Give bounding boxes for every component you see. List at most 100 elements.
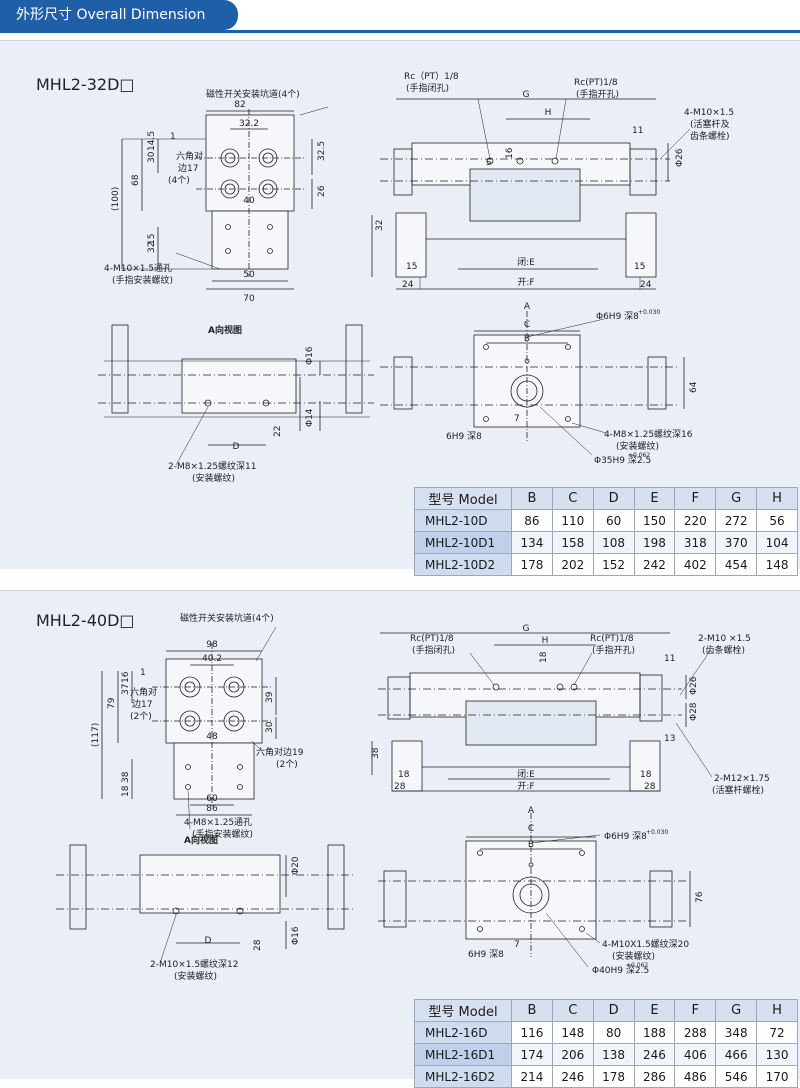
table-row: MHL2-16D1 174 206 138 246 406 466 130 <box>414 1043 798 1066</box>
hex-note-3: (4个) <box>168 175 190 186</box>
dim-g: G <box>523 624 530 634</box>
cell-b: 178 <box>511 553 553 576</box>
bore-label: Φ40H9 深2.5 <box>592 965 649 976</box>
dim-d: D <box>233 442 240 452</box>
pin-hole-2-label: 6H9 深8 <box>446 431 482 442</box>
side-screw-label: 4-M8×1.25螺纹深16 <box>604 428 693 440</box>
cell-c: 148 <box>551 1021 594 1044</box>
hex-note-3: (2个) <box>130 711 152 722</box>
cell-model: MHL2-10D2 <box>414 553 512 576</box>
dim-15: 15 <box>147 234 157 245</box>
cell-h: 72 <box>756 1021 798 1044</box>
dim-16-side: 16 <box>505 147 515 159</box>
cell-f: 220 <box>674 509 717 532</box>
view-a-title: A向视图 <box>208 324 242 336</box>
spec-table-header: 型号 Model B C D E F G H <box>414 487 798 510</box>
cell-c: 110 <box>551 509 594 532</box>
view-a-title: A向视图 <box>184 834 218 846</box>
cell-f: 486 <box>674 1065 717 1088</box>
dim-26: 26 <box>317 185 327 197</box>
dim-32-2: 32.2 <box>239 119 259 129</box>
port-open-note: (手指开孔) <box>592 644 635 656</box>
table-row: MHL2-16D 116 148 80 188 288 348 72 <box>414 1021 798 1044</box>
side-screw-label: 4-M10X1.5螺纹深20 <box>602 938 689 950</box>
bottom-screw-label: 2-M8×1.25螺纹深11 <box>168 460 257 472</box>
hex-note-1: 六角对 <box>176 150 203 162</box>
dim-c: C <box>524 320 530 330</box>
rod-thread-note-1: (活塞杆及 <box>690 118 730 130</box>
cell-b: 86 <box>511 509 553 532</box>
cell-e: 246 <box>633 1043 676 1066</box>
cell-g: 272 <box>715 509 758 532</box>
rod-thread-label: 2-M10 ×1.5 <box>698 634 751 644</box>
dim-98: 98 <box>206 640 218 650</box>
col-f: F <box>674 487 717 510</box>
bore-tol: +0.062 <box>628 452 650 459</box>
side-view-40 <box>371 632 713 792</box>
cell-h: 130 <box>756 1043 798 1066</box>
col-d: D <box>592 487 635 510</box>
cell-g: 454 <box>715 553 758 576</box>
bore-tol: +0.062 <box>626 962 648 969</box>
dim-phi14: Φ14 <box>305 408 315 427</box>
rod-thread-note-2: 齿条螺栓) <box>690 130 730 142</box>
cell-d: 152 <box>592 553 635 576</box>
table-row: MHL2-16D2 214 246 178 286 486 546 170 <box>414 1065 798 1088</box>
spec-table-header: 型号 Model B C D E F G H <box>414 999 798 1022</box>
col-h: H <box>756 487 798 510</box>
header-rule <box>0 30 800 33</box>
cell-d: 138 <box>592 1043 635 1066</box>
view-a-40 <box>56 844 356 964</box>
cell-h: 56 <box>756 509 798 532</box>
bottom-screw-note: (安装螺纹) <box>192 472 235 484</box>
mount-hole-label: 4-M8×1.25通孔 <box>184 817 252 828</box>
dim-phi26: Φ26 <box>675 148 685 167</box>
dim-1: 1 <box>140 668 146 678</box>
dim-11: 11 <box>632 126 643 136</box>
col-g: G <box>715 487 758 510</box>
dim-b: B <box>528 840 534 850</box>
dim-phi26: Φ26 <box>689 676 699 695</box>
cell-e: 188 <box>633 1021 676 1044</box>
pin-hole-tol: +0.030 <box>638 309 660 316</box>
dim-1: 1 <box>170 132 176 142</box>
dim-phi28: Φ28 <box>689 702 699 721</box>
open-dim-label: 开:F <box>517 781 534 792</box>
cell-g: 348 <box>715 1021 758 1044</box>
hex-note-2: 边17 <box>132 699 152 710</box>
dim-30: 30 <box>265 721 275 733</box>
cell-h: 148 <box>756 553 798 576</box>
cell-e: 150 <box>633 509 676 532</box>
rod-thread-2-label: 2-M12×1.75 <box>714 774 770 784</box>
technical-drawing-32 <box>98 98 691 466</box>
dim-70: 70 <box>243 294 255 304</box>
dim-7: 7 <box>514 940 520 950</box>
cell-model: MHL2-10D1 <box>414 531 512 554</box>
dim-82: 82 <box>234 100 245 110</box>
port-open-label: Rc(PT)1/8 <box>590 634 634 644</box>
switch-groove-label: 磁性开关安装坑道(4个) <box>206 88 300 100</box>
view-a-marker: A <box>528 806 535 816</box>
close-dim-label: 闭:E <box>517 256 535 268</box>
cell-c: 246 <box>551 1065 594 1088</box>
pin-hole-label: Φ6H9 深8 <box>596 311 639 322</box>
col-b: B <box>511 999 553 1022</box>
dim-28-left: 28 <box>394 782 406 792</box>
dim-32-side: 32 <box>375 220 385 231</box>
dim-h: H <box>545 108 552 118</box>
pin-hole-2-label: 6H9 深8 <box>468 949 504 960</box>
cell-model: MHL2-16D <box>414 1021 512 1044</box>
dim-15-side: 15 <box>406 262 417 272</box>
mount-hole-note: (手指安装螺纹) <box>112 274 173 286</box>
side-screw-note: (安装螺纹) <box>612 950 655 962</box>
port-close-label: Rc(PT)1/8 <box>410 634 454 644</box>
mount-hole-note: (手指安装螺纹) <box>192 828 253 840</box>
header-title: 外形尺寸 Overall Dimension <box>16 7 206 23</box>
cell-e: 286 <box>633 1065 676 1088</box>
drawing-labels-32: 磁性开关安装坑道(4个) 82 32.2 六角对 边17 (4个) 40 50 … <box>104 71 734 484</box>
dim-32-5: 32.5 <box>317 141 327 161</box>
dim-38: 38 <box>121 771 131 783</box>
dim-24-right: 24 <box>640 280 652 290</box>
section-header: 外形尺寸 Overall Dimension <box>0 0 238 30</box>
rod-thread-label: 4-M10×1.5 <box>684 108 734 118</box>
